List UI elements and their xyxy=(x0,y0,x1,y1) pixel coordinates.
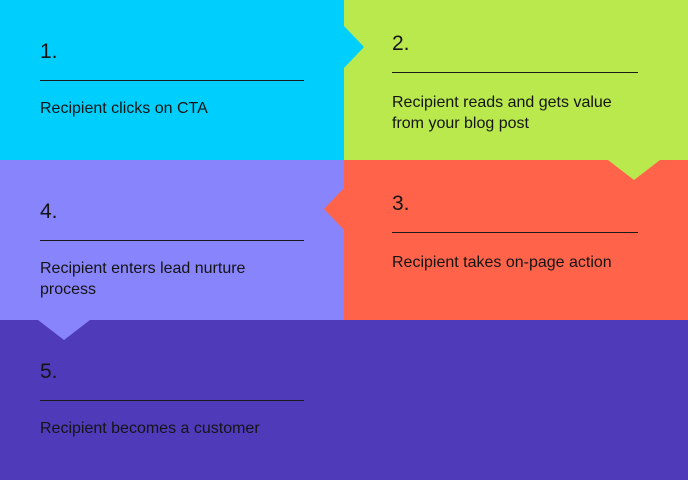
step-4-divider xyxy=(40,240,304,241)
step-2-divider xyxy=(392,72,638,73)
step-4-panel: 4. Recipient enters lead nurture process xyxy=(0,160,344,320)
step-5-divider xyxy=(40,400,304,401)
step-2-panel: 2. Recipient reads and gets value from y… xyxy=(344,0,688,160)
step-5-panel: 5. Recipient becomes a customer xyxy=(0,320,688,480)
connector-arrow-right xyxy=(344,26,364,68)
connector-arrow-down xyxy=(38,320,90,340)
connector-arrow-left xyxy=(324,188,344,230)
step-2-number: 2. xyxy=(392,32,410,55)
step-5-number: 5. xyxy=(40,360,58,383)
step-4-text: Recipient enters lead nurture process xyxy=(40,260,246,298)
step-1-text: Recipient clicks on CTA xyxy=(40,100,208,117)
step-3-divider xyxy=(392,232,638,233)
step-3-number: 3. xyxy=(392,192,410,215)
step-3-text: Recipient takes on-page action xyxy=(392,254,612,271)
step-3-panel: 3. Recipient takes on-page action xyxy=(344,160,688,320)
step-1-panel: 1. Recipient clicks on CTA xyxy=(0,0,344,160)
step-5-text: Recipient becomes a customer xyxy=(40,420,260,437)
connector-arrow-down xyxy=(608,160,660,180)
step-4-number: 4. xyxy=(40,200,58,223)
step-2-text: Recipient reads and gets value from your… xyxy=(392,94,612,132)
step-1-number: 1. xyxy=(40,40,58,63)
step-1-divider xyxy=(40,80,304,81)
